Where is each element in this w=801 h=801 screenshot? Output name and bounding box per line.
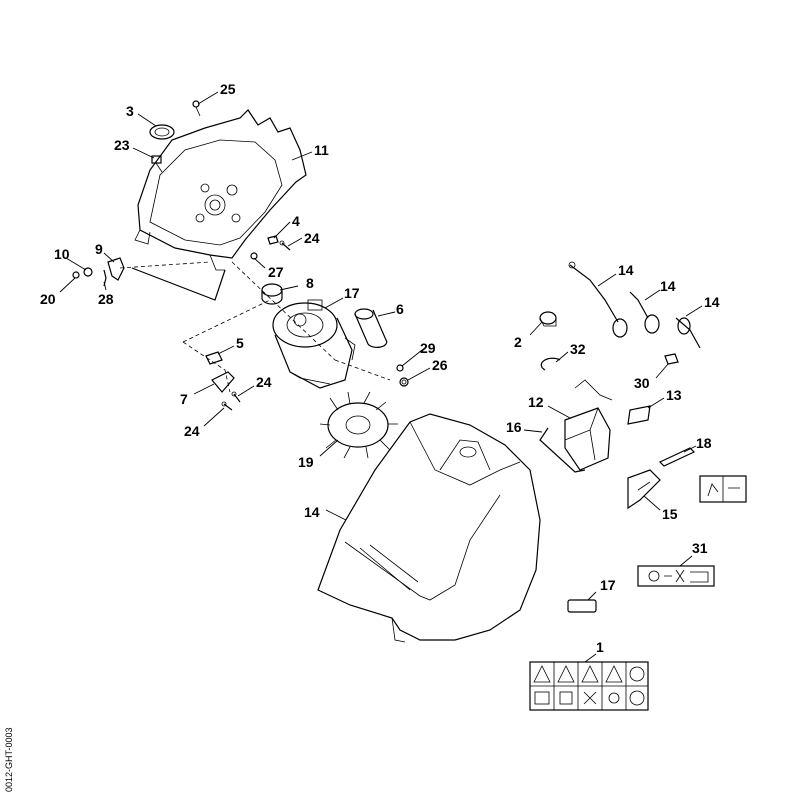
callout-30: 30 — [634, 375, 650, 391]
part-3-ring — [149, 124, 175, 140]
part-26-nut — [399, 377, 409, 387]
callout-28: 28 — [98, 291, 114, 307]
callout-14-b: 14 — [660, 278, 676, 294]
assembly-guide-lines — [119, 261, 391, 393]
part-14-cord-c — [675, 317, 701, 349]
part-24-screw-left — [221, 401, 233, 411]
part-22-screw — [72, 271, 80, 279]
callout-7: 7 — [180, 391, 188, 407]
callout-13: 13 — [666, 387, 682, 403]
callout-14-a: 14 — [618, 262, 634, 278]
part-17-lever — [627, 469, 661, 510]
callout-26: 26 — [432, 357, 448, 373]
callout-9: 9 — [95, 241, 103, 257]
callout-22: 20 — [40, 291, 56, 307]
part-1-warning-label — [529, 661, 649, 711]
callout-labels: 25 3 23 11 4 24 27 8 10 9 20 28 17 6 29 … — [40, 81, 720, 655]
callout-14-c: 14 — [704, 294, 720, 310]
callout-23: 23 — [114, 137, 130, 153]
part-31-label — [637, 565, 715, 587]
part-21-fan — [319, 391, 398, 459]
drawing-code: 0012-GHT-0003 — [4, 727, 14, 792]
part-23-bolt — [151, 155, 163, 173]
part-27-nut — [250, 252, 258, 260]
part-29-washer — [396, 364, 404, 372]
callout-1: 1 — [596, 639, 604, 655]
leader-lines — [59, 91, 703, 663]
callout-11: 11 — [314, 142, 329, 158]
callout-15: 17 — [344, 285, 360, 301]
part-14-cord-a — [568, 261, 628, 338]
part-6-capacitor — [354, 308, 388, 348]
part-10-washer — [83, 267, 93, 277]
callout-2: 2 — [514, 334, 522, 350]
callout-29: 29 — [420, 340, 436, 356]
callout-24-top: 24 — [304, 230, 320, 246]
callout-4: 4 — [292, 213, 300, 229]
part-12-switch-housing — [564, 379, 613, 471]
part-24-screw-right — [231, 391, 241, 403]
part-5-clip — [205, 351, 223, 365]
callout-31: 31 — [692, 540, 708, 556]
part-32-circlip — [540, 357, 561, 371]
callout-24-right: 24 — [256, 374, 272, 390]
callout-6: 6 — [396, 301, 404, 317]
part-2-grommet — [539, 311, 557, 327]
callout-20: 18 — [696, 435, 712, 451]
part-24-screw-top — [279, 240, 291, 251]
part-16-shroud — [317, 413, 541, 643]
callout-32: 32 — [570, 341, 586, 357]
callout-21: 19 — [298, 454, 314, 470]
part-25-screw — [192, 100, 201, 117]
part-14-cord-b — [629, 291, 660, 334]
callout-18: 16 — [506, 419, 522, 435]
part-15-motor — [272, 299, 356, 389]
part-30-tab — [664, 353, 679, 365]
callout-8: 8 — [306, 275, 314, 291]
part-13-clip — [627, 405, 651, 425]
part-9-bracket — [107, 257, 125, 281]
callout-5: 5 — [236, 335, 244, 351]
part-20-card — [699, 475, 747, 503]
callout-27: 27 — [268, 264, 284, 280]
callout-24-left: 24 — [184, 423, 200, 439]
callout-3: 3 — [126, 103, 134, 119]
callout-17: 15 — [662, 506, 678, 522]
part-20-strip — [658, 447, 696, 467]
part-8-bushing — [261, 283, 283, 305]
part-7-bracket — [211, 371, 235, 393]
part-19-label — [567, 599, 597, 613]
callout-16: 14 — [304, 504, 320, 520]
part-18-wire-bracket — [539, 427, 586, 473]
part-11-housing-plate — [131, 109, 307, 301]
callout-25: 25 — [220, 81, 236, 97]
callout-19: 17 — [600, 577, 616, 593]
callout-12: 12 — [528, 394, 544, 410]
part-4-pin — [267, 235, 279, 245]
callout-10: 10 — [54, 246, 70, 262]
